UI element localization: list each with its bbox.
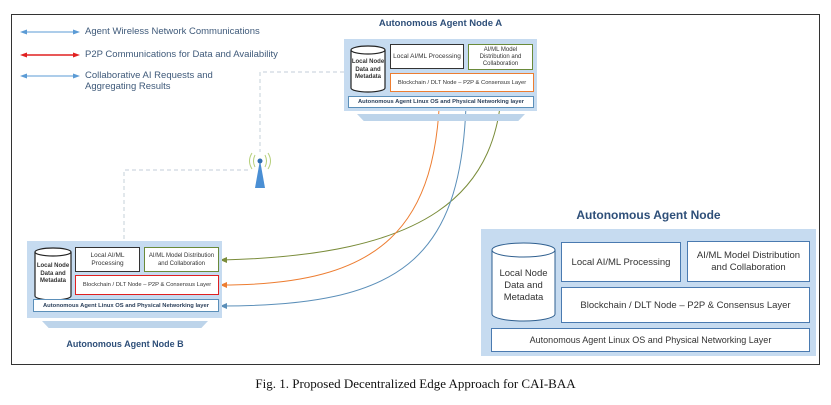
node-a-base (357, 114, 525, 121)
node-b-storage-cylinder-icon (34, 247, 72, 301)
node-generic-title: Autonomous Agent Node (576, 208, 721, 222)
node-a-processing: Local AI/ML Processing (390, 44, 464, 69)
double-arrow-icon (20, 73, 80, 79)
figure-frame (11, 14, 820, 365)
node-b-distribution: AI/ML Model Distribution and Collaborati… (144, 247, 219, 272)
node-b-blockchain: Blockchain / DLT Node – P2P & Consensus … (75, 275, 219, 295)
node-b-os-layer: Autonomous Agent Linux OS and Physical N… (33, 299, 219, 312)
node-generic-distribution: AI/ML Model Distribution and Collaborati… (687, 241, 810, 282)
double-arrow-icon (20, 52, 80, 58)
node-a-title: Autonomous Agent Node A (378, 18, 503, 29)
node-b-base (42, 321, 208, 328)
node-b-title: Autonomous Agent Node B (66, 339, 184, 349)
legend-label-p2p: P2P Communications for Data and Availabi… (85, 49, 278, 60)
legend-label-wireless: Agent Wireless Network Communications (85, 26, 260, 37)
node-a-distribution: AI/ML Model Distribution and Collaborati… (468, 44, 533, 70)
figure-caption: Fig. 1. Proposed Decentralized Edge Appr… (255, 376, 576, 391)
node-a-storage-label: Local Node Data and Metadata (351, 59, 385, 80)
legend-label-collab-1: Collaborative AI Requests and (85, 70, 213, 81)
node-a-os-layer: Autonomous Agent Linux OS and Physical N… (348, 96, 534, 108)
legend-item-collab (20, 70, 80, 82)
node-a-storage-cylinder-icon (350, 45, 386, 93)
node-generic-blockchain: Blockchain / DLT Node – P2P & Consensus … (561, 287, 810, 323)
node-generic-processing: Local AI/ML Processing (561, 242, 681, 282)
node-generic-os-layer: Autonomous Agent Linux OS and Physical N… (491, 328, 810, 352)
double-arrow-icon (20, 29, 80, 35)
legend-item-wireless (20, 26, 80, 38)
node-a-blockchain: Blockchain / DLT Node – P2P & Consensus … (390, 73, 534, 92)
node-b-storage-label: Local Node Data and Metadata (36, 263, 70, 284)
node-generic-storage-cylinder-icon (491, 242, 556, 322)
node-b-processing: Local AI/ML Processing (75, 247, 140, 272)
node-generic-storage-label: Local Node Data and Metadata (499, 268, 548, 303)
legend-item-p2p (20, 49, 80, 61)
legend-label-collab-2: Aggregating Results (85, 81, 171, 92)
